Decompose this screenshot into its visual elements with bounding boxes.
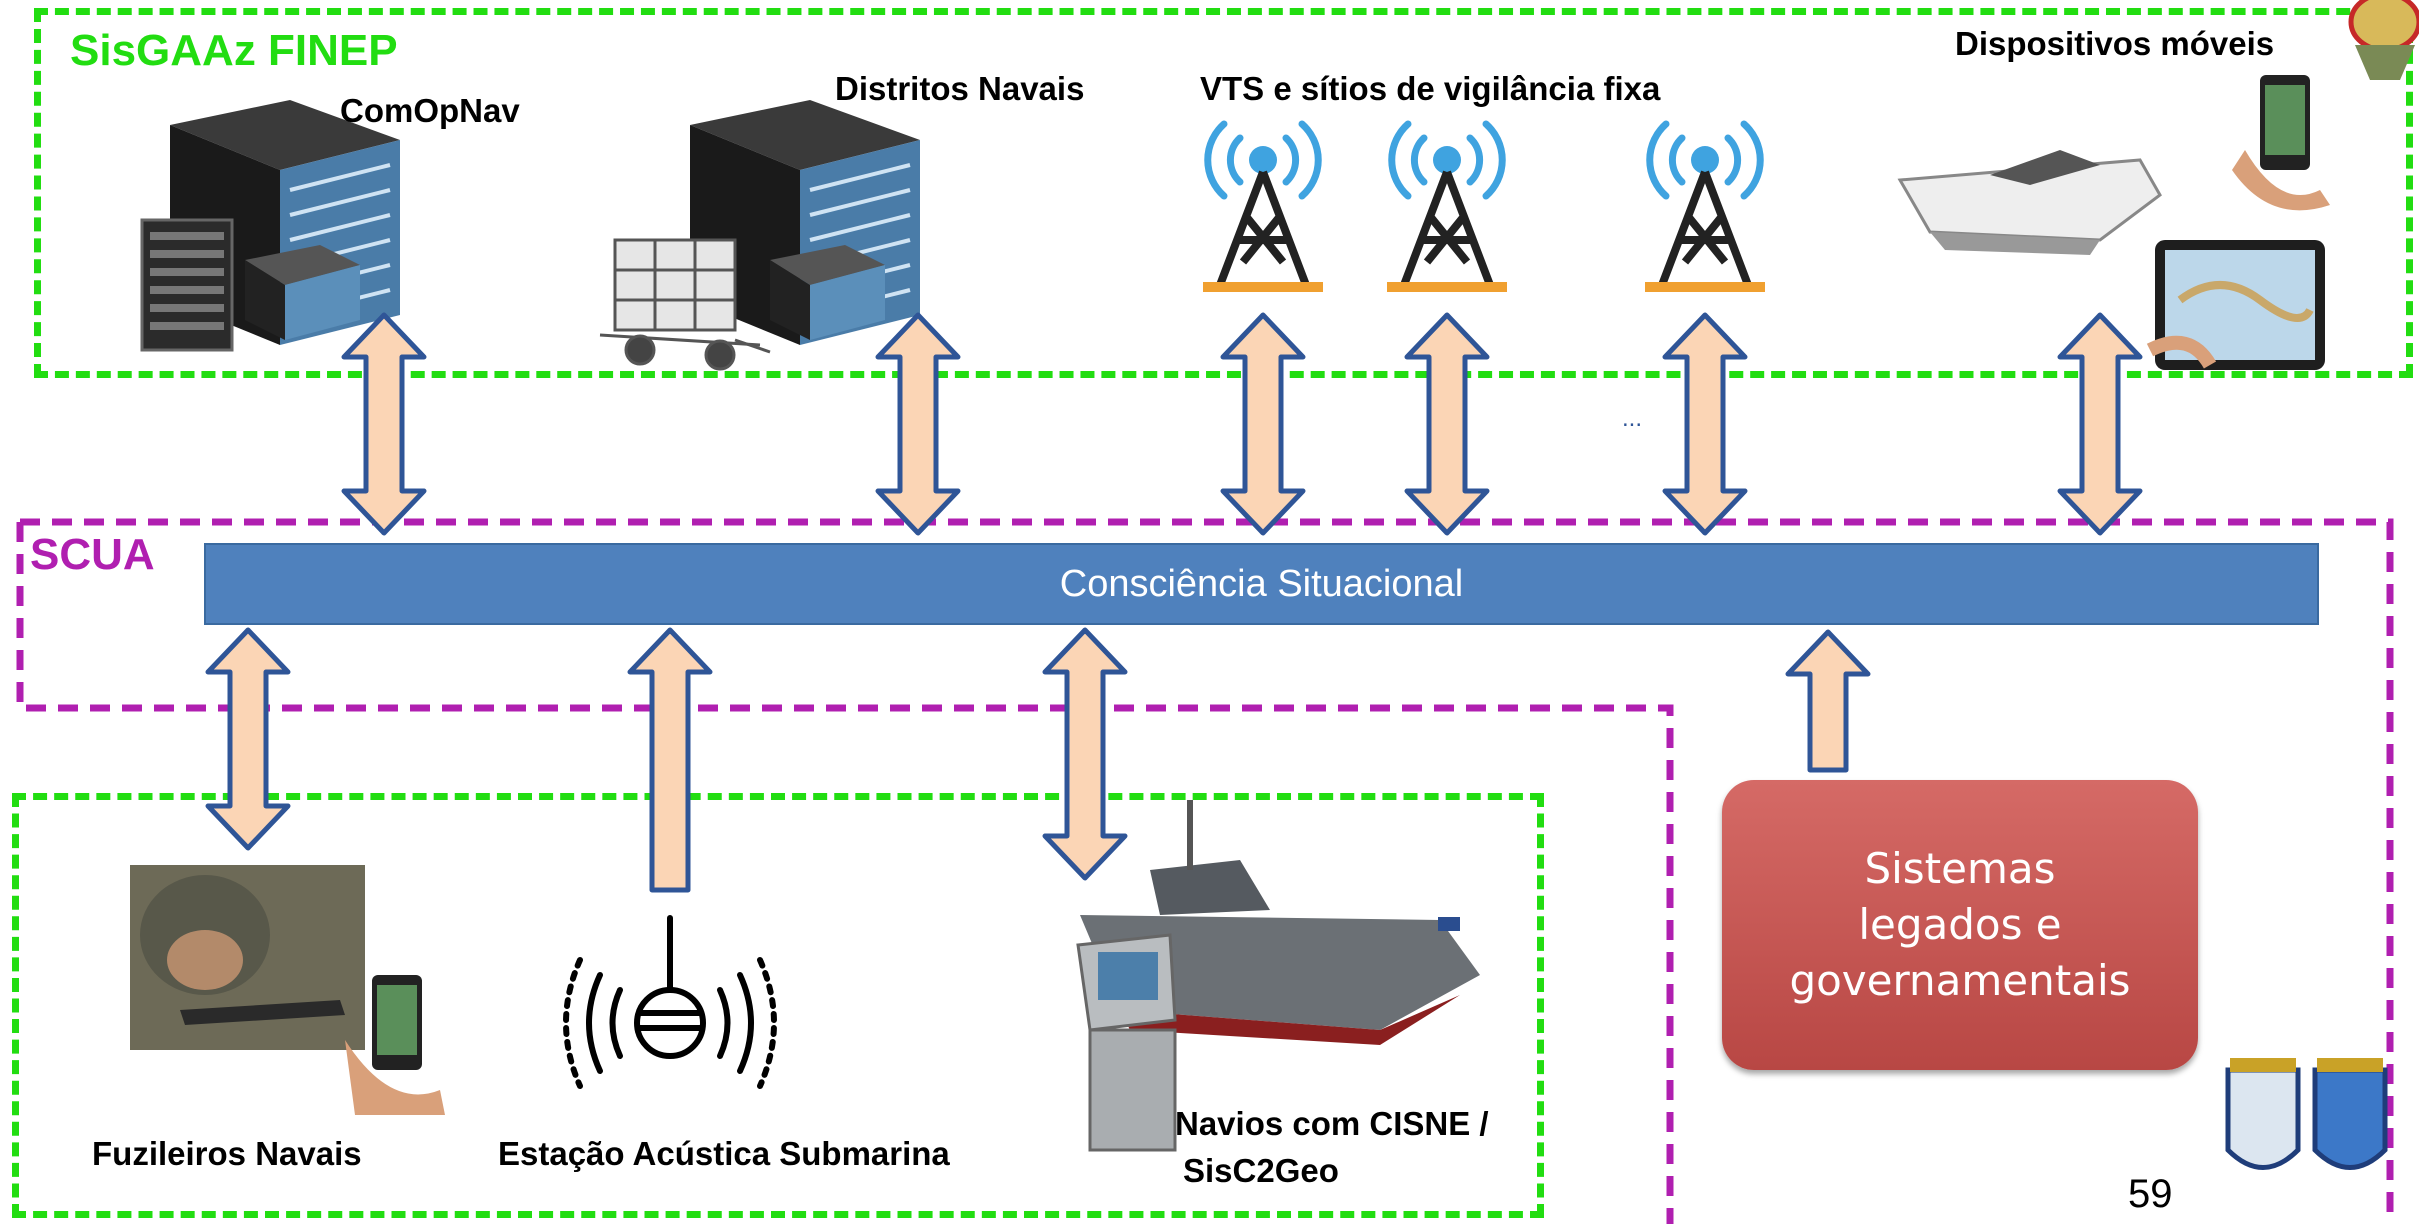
field-units-region — [12, 793, 1544, 1218]
smartphone-hand-icon — [345, 975, 445, 1115]
tower-icon-1 — [1203, 120, 1323, 292]
coat-of-arms-icon-2 — [2312, 1058, 2388, 1170]
ships-label-line1: Navios com CISNE / — [1175, 1105, 1489, 1142]
arrow-mobile — [2057, 312, 2143, 536]
coat-of-arms-icon-1 — [2225, 1058, 2301, 1170]
ships-label-line2: SisC2Geo — [1183, 1152, 1339, 1189]
acoustic-station-label: Estação Acústica Submarina — [498, 1135, 950, 1172]
arrow-vts-2 — [1404, 312, 1490, 536]
sisgaaz-title: SisGAAz FINEP — [70, 26, 398, 75]
arrow-vts-3 — [1662, 312, 1748, 536]
comopnav-building-icon — [140, 100, 400, 352]
arrow-distritos — [875, 312, 961, 536]
mobile-shelter-icon — [599, 238, 771, 371]
legacy-systems-label: Sistemas legados e governamentais — [1789, 844, 2131, 1005]
vts-label: VTS e sítios de vigilância fixa — [1200, 70, 1661, 107]
scua-title: SCUA — [30, 530, 155, 579]
ellipsis-label: ... — [1622, 405, 1643, 432]
marine-soldier-icon — [130, 865, 365, 1050]
arrow-acoustic — [627, 627, 713, 893]
mobile-devices-label: Dispositivos móveis — [1955, 25, 2275, 62]
distritos-label: Distritos Navais — [835, 70, 1085, 107]
page-number: 59 — [2128, 1172, 2173, 1216]
arrow-vts-1 — [1220, 312, 1306, 536]
tablet-icon — [2146, 240, 2325, 370]
tower-icon-3 — [1645, 120, 1765, 292]
smartphone-icon — [2232, 75, 2330, 211]
arrow-ships — [1042, 627, 1128, 881]
marines-label: Fuzileiros Navais — [92, 1135, 362, 1172]
legacy-systems-box: Sistemas legados e governamentais — [1722, 780, 2198, 1070]
situational-awareness-bar: Consciência Situacional — [204, 543, 2319, 625]
naval-ship-icon — [1080, 800, 1480, 1045]
arrow-layer — [205, 312, 2143, 893]
tower-icon-2 — [1387, 120, 1507, 292]
command-console-icon — [1076, 933, 1177, 1152]
boat-icon — [1897, 150, 2162, 255]
situational-awareness-label: Consciência Situacional — [1059, 562, 1464, 605]
sisgaaz-region — [34, 8, 2413, 378]
comopnav-label: ComOpNav — [340, 92, 520, 129]
acoustic-sensor-icon — [563, 915, 777, 1089]
scua-region — [16, 518, 2394, 1224]
arrow-legacy — [1785, 629, 1871, 773]
arrow-comopnav — [341, 312, 427, 536]
navy-emblem-icon — [2348, 0, 2419, 80]
arrow-fuzileiros — [205, 627, 291, 851]
